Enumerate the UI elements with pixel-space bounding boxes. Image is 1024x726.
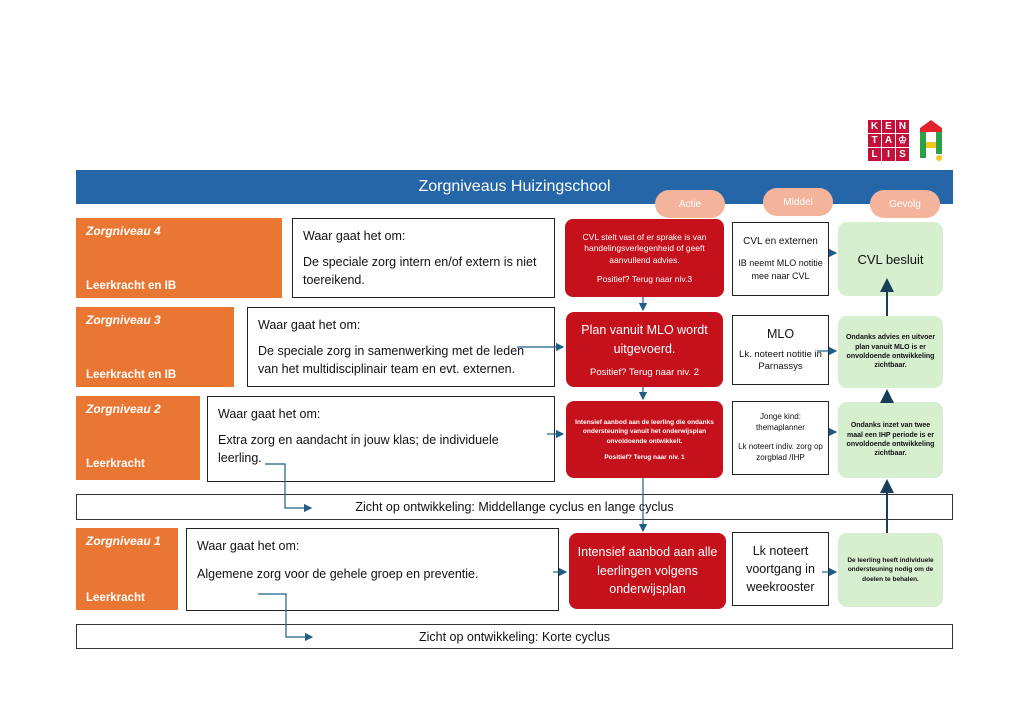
arrow-level1-to-short-cycle xyxy=(258,593,314,642)
level-2-description-box: Waar gaat het om: Extra zorg en aandacht… xyxy=(207,396,555,482)
level-3-action-text: Plan vanuit MLO wordt uitgevoerd. xyxy=(581,323,708,356)
cycle-bar-short: Zicht op ontwikkeling: Korte cyclus xyxy=(76,624,953,649)
level-4-action: CVL stelt vast of er sprake is van hande… xyxy=(565,219,724,297)
level-2-middel-line-2: Lk noteert indiv. zorg op zorgblad /IHP xyxy=(738,442,823,462)
level-1-question: Waar gaat het om: xyxy=(197,539,300,553)
level-1-block: Zorgniveau 1 Leerkracht xyxy=(76,528,178,610)
level-1-responsible: Leerkracht xyxy=(86,592,145,604)
level-3-gevolg: Ondanks advies en uitvoer plan vanuit ML… xyxy=(838,316,943,388)
level-1-action-text: Intensief aanbod aan alle leerlingen vol… xyxy=(577,544,718,597)
level-2-middel-line-1: Jonge kind: themaplanner xyxy=(756,412,805,433)
level-4-description: De speciale zorg intern en/of extern is … xyxy=(303,255,537,288)
level-2-block: Zorgniveau 2 Leerkracht xyxy=(76,396,200,480)
level-4-action-footer: Positief? Terug naar niv.3 xyxy=(596,274,693,285)
level-3-block: Zorgniveau 3 Leerkracht en IB xyxy=(76,307,234,387)
logo-letter: N xyxy=(896,120,909,133)
level-3-description: De speciale zorg in samenwerking met de … xyxy=(258,344,525,377)
logo-letter: L xyxy=(868,148,881,161)
logo-letter: A xyxy=(882,134,895,147)
level-3-middel: MLO Lk. noteert notitie in Parnassys xyxy=(732,315,829,385)
level-4-question: Waar gaat het om: xyxy=(303,229,406,243)
level-2-action: Intensief aanbod aan de leerling die ond… xyxy=(566,401,723,478)
logo-crown-icon: ♔ xyxy=(896,134,909,147)
column-header-middel: Middel xyxy=(763,188,833,216)
column-header-actie: Actie xyxy=(655,190,725,218)
level-3-action-footer: Positief? Terug naar niv. 2 xyxy=(590,366,699,378)
cycle-bar-middle-long: Zicht op ontwikkeling: Middellange cyclu… xyxy=(76,494,953,520)
logo-letter: S xyxy=(896,148,909,161)
level-4-middel-line-1: CVL en externen xyxy=(743,236,818,248)
column-header-gevolg: Gevolg xyxy=(870,190,940,218)
level-1-description-box: Waar gaat het om: Algemene zorg voor de … xyxy=(186,528,559,611)
logo-letter: T xyxy=(868,134,881,147)
kentalis-logo: K E N T A ♔ L I S xyxy=(868,120,910,164)
level-1-middel: Lk noteert voortgang in weekrooster xyxy=(732,532,829,606)
level-4-middel-line-2: IB neemt MLO notitie mee naar CVL xyxy=(738,258,823,281)
level-2-action-footer: Positief? Terug naar niv. 1 xyxy=(604,453,685,461)
level-3-action: Plan vanuit MLO wordt uitgevoerd. Positi… xyxy=(566,312,723,387)
level-2-title: Zorgniveau 2 xyxy=(86,402,161,416)
level-3-middel-line-1: MLO xyxy=(766,326,795,341)
level-3-responsible: Leerkracht en IB xyxy=(86,369,177,381)
level-2-question: Waar gaat het om: xyxy=(218,407,321,421)
level-4-middel: CVL en externen IB neemt MLO notitie mee… xyxy=(732,222,829,296)
level-2-gevolg: Ondanks inzet van twee maal een IHP peri… xyxy=(838,402,943,478)
level-4-description-box: Waar gaat het om: De speciale zorg inter… xyxy=(292,218,555,298)
level-1-description: Algemene zorg voor de gehele groep en pr… xyxy=(197,567,479,582)
arrow-level2-to-middle-cycle xyxy=(265,463,313,513)
level-3-description-box: Waar gaat het om: De speciale zorg in sa… xyxy=(247,307,555,387)
logo-letter: I xyxy=(882,148,895,161)
logo-letter: E xyxy=(882,120,895,133)
level-2-responsible: Leerkracht xyxy=(86,458,145,470)
level-1-gevolg: De leerling heeft individuele ondersteun… xyxy=(838,533,943,607)
level-2-middel: Jonge kind: themaplanner Lk noteert indi… xyxy=(732,401,829,475)
level-3-middel-line-2: Lk. noteert notitie in Parnassys xyxy=(739,348,822,372)
level-4-action-text: CVL stelt vast of er sprake is van hande… xyxy=(582,231,707,265)
level-2-action-text: Intensief aanbod aan de leerling die ond… xyxy=(575,419,714,445)
level-2-description: Extra zorg en aandacht in jouw klas; de … xyxy=(218,433,499,466)
level-1-action: Intensief aanbod aan alle leerlingen vol… xyxy=(569,533,726,609)
level-3-question: Waar gaat het om: xyxy=(258,318,361,332)
level-4-block: Zorgniveau 4 Leerkracht en IB xyxy=(76,218,282,298)
level-4-responsible: Leerkracht en IB xyxy=(86,280,177,292)
level-3-title: Zorgniveau 3 xyxy=(86,313,161,327)
huizingschool-logo-icon xyxy=(920,120,942,161)
level-1-title: Zorgniveau 1 xyxy=(86,534,161,548)
level-1-middel-line-1: Lk noteert voortgang in weekrooster xyxy=(746,543,815,595)
logo-letter: K xyxy=(868,120,881,133)
level-4-title: Zorgniveau 4 xyxy=(86,224,161,238)
